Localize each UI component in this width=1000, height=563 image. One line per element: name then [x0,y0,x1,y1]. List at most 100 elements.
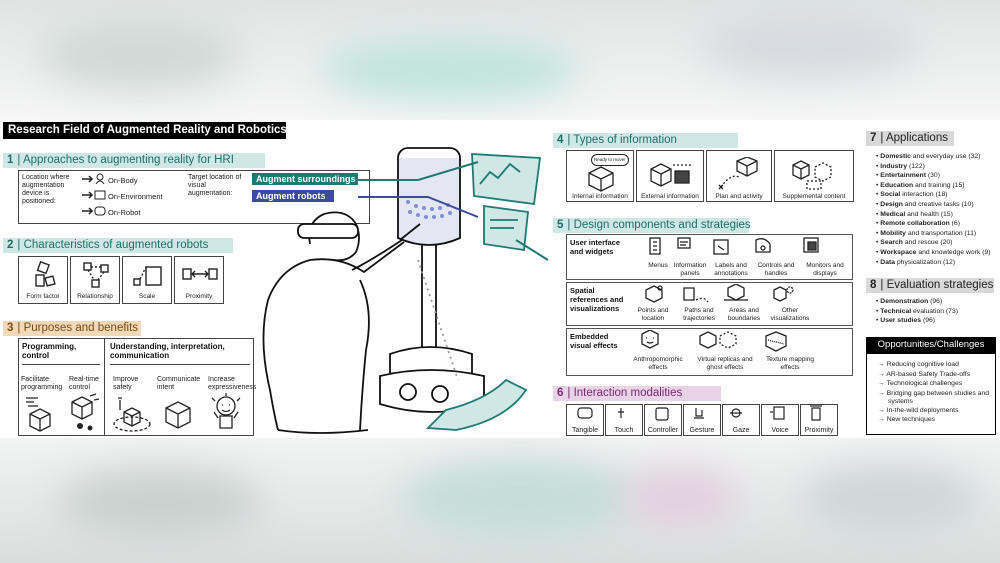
application-item: • Entertainment (30) [876,172,940,181]
application-name: Social [880,191,901,199]
application-item: • Education and training (15) [876,182,965,191]
bullet-icon: • [876,210,881,218]
bullet-icon: • [876,191,881,199]
opportunity-text: Bridging gap between studies and systems [886,389,990,406]
modality-label: Voice [771,427,789,434]
other-visualizations-label: Other visualizations [770,307,810,322]
programming-icon [26,397,51,432]
texture-mapping-label: Texture mapping effects [765,356,815,371]
spatial-references-icons [645,284,794,303]
section-2-header: 2| Characteristics of augmented robots [3,238,233,253]
connector-lines [358,161,549,261]
application-item: • Medical and health (15) [876,211,953,220]
evaluation-count: evaluation (73) [911,307,958,315]
section-title: Types of information [573,134,677,146]
embedded-effects-icons [641,330,787,352]
application-count: and health (15) [905,210,953,218]
section-title: Characteristics of augmented robots [23,239,209,251]
increase-expressiveness-label: Increase expressiveness [208,376,257,391]
divider [104,338,105,436]
communicate-intent-label: Communicate intent [157,376,201,391]
section-number: 6 [557,387,564,399]
modality-label: Gesture [689,427,715,434]
ui-widgets-row [566,234,853,280]
areas-boundaries-label: Areas and boundaries [727,307,761,322]
application-item: • Social interaction (18) [876,191,948,200]
application-count: and creative tasks (10) [902,201,974,208]
scale-icon [133,266,162,286]
application-count: and everyday use (32) [910,153,981,160]
evaluation-name: User studies [880,317,922,325]
option-arrows-icon [82,173,106,216]
application-count: (122) [907,162,925,170]
bullet-icon: • [876,249,881,256]
application-item: • Data physicalization (12) [876,259,955,268]
modality-touch: Touch [605,404,643,436]
opportunity-item: → New techniques [872,416,992,425]
blur-blob [40,20,240,90]
person-robot-illustration [262,147,542,434]
modality-label: Touch [614,427,634,434]
proximity-cell: Proximity [174,256,224,304]
external-information-cell: External information [636,150,704,202]
relationship-icon [83,262,109,288]
opportunity-item: → Technological challenges [872,380,992,389]
bullet-icon: • [876,201,881,208]
section-title: Purposes and benefits [23,322,139,334]
section-title: Design components and strategies [573,219,751,231]
section-1-header: 1| Approaches to augmenting reality for … [3,153,265,168]
application-name: Workspace [880,249,917,256]
evaluation-item: • Technical evaluation (73) [876,308,958,317]
information-panels-label: Information panels [673,262,707,277]
ui-widgets-header: User interface and widgets [570,238,621,256]
internal-information-icon [588,166,614,192]
understanding-header: Understanding, interpretation, communica… [110,342,225,360]
arrow-icon: → [878,361,887,368]
embedded-effects-header: Embedded visual effects [570,332,618,350]
application-count: interaction (18) [900,191,948,199]
labels-annotations-label: Labels and annotations [714,262,748,277]
relationship-label: Relationship [77,293,113,300]
improve-safety-icon [113,397,151,432]
blurred-background-bottom [0,438,1000,563]
ui-widgets-icons [649,237,819,255]
application-count: (6) [949,220,960,228]
opportunities-title: Opportunities/Challenges [866,337,996,354]
section-number: 1 [7,154,14,166]
option-on-environment: On-Environment [108,192,163,201]
modality-label: Proximity [804,427,834,434]
modality-label: Gaze [732,427,750,434]
section-number: 4 [557,134,564,146]
section-title: Evaluation strategies [886,279,994,291]
application-count: (30) [925,172,940,180]
points-location-label: Points and location [637,307,669,322]
external-information-label: External information [641,193,699,200]
section-title: Approaches to augmenting reality for HRI [22,154,234,166]
application-name: Search [880,239,903,247]
scale-label: Scale [138,293,156,300]
proximity-icon [182,268,218,280]
section-number: 7 [870,132,877,144]
bullet-icon: • [876,181,881,189]
spatial-references-header: Spatial references and visualizations [570,286,624,313]
application-item: • Design and creative tasks (10) [876,201,974,210]
bullet-icon: • [876,172,881,180]
improve-safety-label: Improve safety [113,376,139,391]
section-title: Interaction modalities [573,387,683,399]
ready-to-move-bubble: Ready to move! [591,154,629,166]
plan-and-activity-icon [718,157,758,190]
application-name: Domestic [880,153,911,160]
proximity-label: Proximity [185,293,213,300]
blur-blob [800,463,980,533]
form-factor-cell: Form factor [18,256,68,304]
controls-handles-label: Controls and handles [757,262,795,277]
bullet-icon: • [876,298,881,305]
opportunity-item: → Reducing cognitive load [872,361,992,370]
divider [110,364,250,365]
page-title: Research Field of Augmented Reality and … [3,122,287,139]
application-count: and training (15) [913,181,965,189]
bullet-icon: • [876,153,881,160]
blur-blob [320,40,580,100]
application-name: Data [880,258,896,266]
communicate-intent-icon [165,401,191,429]
